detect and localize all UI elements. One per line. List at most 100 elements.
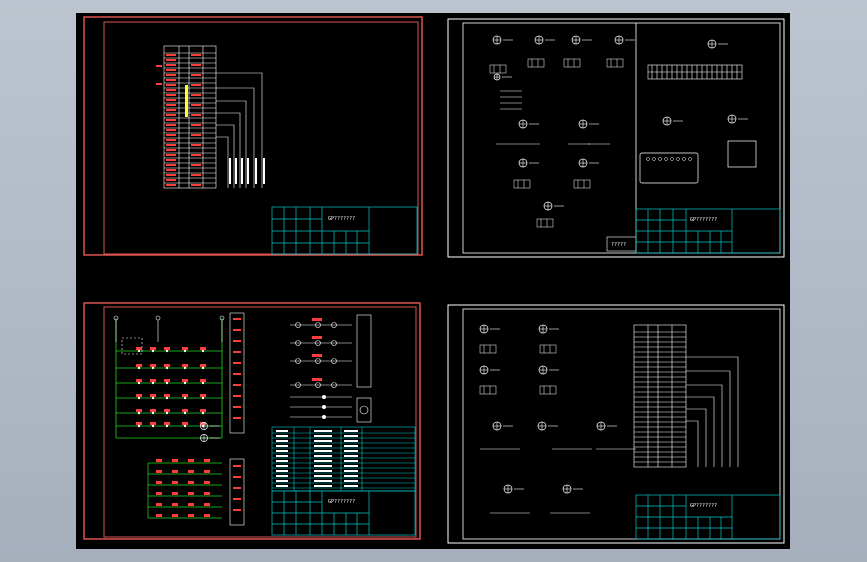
yellow-highlight	[185, 85, 188, 117]
contact-label	[164, 394, 170, 397]
table-cell-fill	[344, 470, 358, 472]
contact-label	[156, 459, 162, 462]
contact-label	[188, 514, 194, 517]
terminal-mark	[166, 169, 176, 171]
terminal-mark	[166, 164, 176, 166]
dashed-box	[121, 337, 143, 355]
terminal-strip	[647, 64, 743, 80]
table-cell-fill	[344, 475, 358, 477]
terminal-mark	[166, 174, 176, 176]
terminal-table	[633, 324, 687, 468]
indicator-lamps	[290, 318, 369, 419]
contact-node	[165, 381, 169, 385]
contact-label	[164, 422, 170, 425]
contact-label	[204, 492, 210, 495]
terminal-mark	[191, 124, 201, 126]
sheet-outer-border	[447, 304, 785, 544]
lamp	[331, 358, 337, 364]
contact-label	[200, 379, 206, 382]
contact-block	[563, 58, 581, 68]
contact-label	[156, 503, 162, 506]
sheet-bottom-right: GP???????	[447, 304, 785, 544]
terminal-mark	[166, 154, 176, 156]
terminal-mark	[166, 54, 176, 56]
lamp	[331, 340, 337, 346]
terminal-mark	[191, 104, 201, 106]
contact-label	[164, 379, 170, 382]
control-circuit	[115, 318, 223, 439]
title-block-name: GP???????	[328, 216, 355, 222]
table-cell-fill	[276, 455, 288, 457]
terminal-mark	[191, 134, 201, 136]
table-cell-fill	[276, 430, 288, 432]
contact-label	[136, 364, 142, 367]
terminal-mark	[166, 59, 176, 61]
contact-label	[182, 379, 188, 382]
device-label	[233, 384, 241, 386]
contact-node	[137, 381, 141, 385]
cable-tag	[247, 158, 249, 184]
drawing-canvas: GP??????? ?????	[83, 16, 785, 544]
terminal-mark	[191, 164, 201, 166]
title-block	[635, 494, 781, 540]
contact-block	[479, 385, 497, 395]
contact-block	[479, 344, 497, 354]
table-cell-fill	[314, 460, 332, 462]
contact-node	[137, 349, 141, 353]
contact-node	[137, 424, 141, 428]
contact-node	[183, 349, 187, 353]
contact-label	[150, 347, 156, 350]
contact-label	[156, 481, 162, 484]
lamp	[315, 322, 321, 328]
cable-leaders	[686, 356, 739, 467]
terminal-red-labels	[156, 54, 201, 186]
contact-label	[204, 503, 210, 506]
table-cell-fill	[344, 485, 358, 487]
contact-node	[137, 396, 141, 400]
device-label	[233, 406, 241, 408]
cable-tag	[263, 158, 265, 184]
terminal-mark	[191, 174, 201, 176]
lamp	[322, 395, 326, 399]
contact-label	[150, 394, 156, 397]
table-cell-fill	[344, 460, 358, 462]
contact-node	[183, 411, 187, 415]
device-label	[233, 318, 241, 320]
sheet-inner-border	[103, 21, 419, 255]
contact-label	[204, 481, 210, 484]
contact-label	[172, 481, 178, 484]
contact-node	[165, 424, 169, 428]
contact-node	[151, 424, 155, 428]
sheet-outer-border	[447, 18, 785, 258]
table-cell-fill	[276, 485, 288, 487]
contact-label	[136, 347, 142, 350]
terminal-mark	[191, 54, 201, 56]
sheet-top-right: ????? GP???????	[447, 18, 785, 258]
contact-label	[172, 470, 178, 473]
terminal-mark	[191, 74, 201, 76]
terminal-mark	[166, 79, 176, 81]
lamp-label	[312, 378, 322, 381]
device-label	[233, 351, 241, 353]
device-label	[233, 373, 241, 375]
table-cell-fill	[314, 480, 332, 482]
table-cell-fill	[276, 435, 288, 437]
title-block-name: GP???????	[690, 217, 717, 223]
terminal-dot	[658, 157, 662, 161]
cable-tag	[255, 158, 257, 184]
terminal-mark	[166, 129, 176, 131]
terminal-dot	[652, 157, 656, 161]
contact-block	[539, 385, 557, 395]
contact-label	[156, 514, 162, 517]
terminal-mark	[166, 94, 176, 96]
terminal-mark	[166, 184, 176, 186]
terminal-mark	[191, 114, 201, 116]
contact-label	[164, 347, 170, 350]
cad-drawing-viewport[interactable]: GP??????? ?????	[76, 13, 790, 549]
contact-label	[188, 492, 194, 495]
terminal-mark	[166, 149, 176, 151]
device-column	[229, 312, 372, 526]
contact-label	[200, 394, 206, 397]
lamp	[315, 340, 321, 346]
table-cell-fill	[314, 470, 332, 472]
